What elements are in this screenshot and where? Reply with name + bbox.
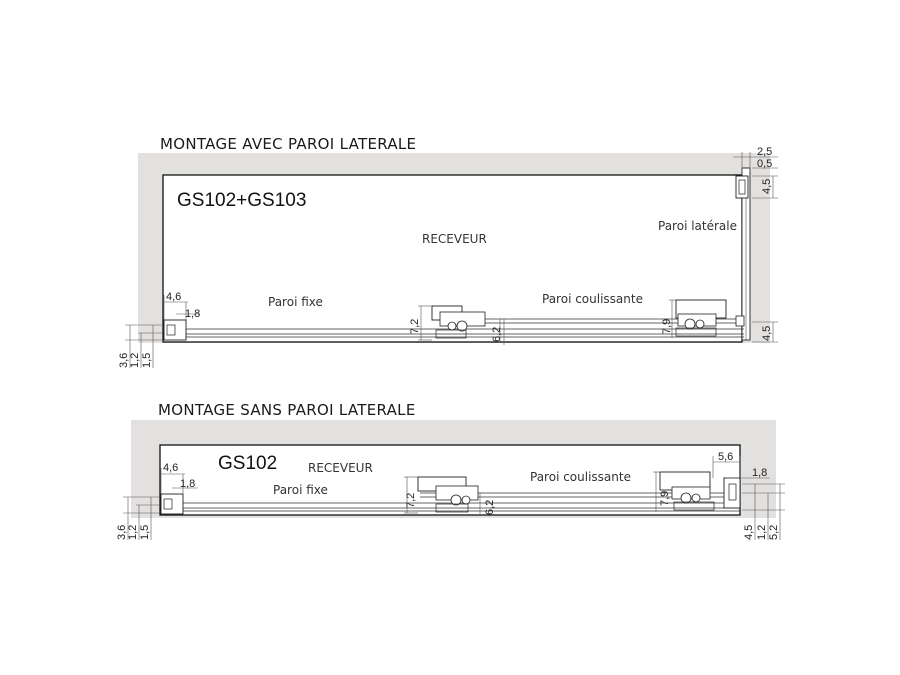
dim-bottom-6-2: 6,2	[484, 500, 496, 515]
top-drawing: MONTAGE AVEC PAROI LATERALE	[118, 135, 778, 368]
dim-bottom-1-8: 1,8	[180, 478, 195, 490]
dim-bottom-1-8-right: 1,8	[752, 467, 767, 479]
bottom-receiver-label: RECEVEUR	[308, 461, 373, 475]
bottom-dims-middle: 7,2 6,2 7,9	[404, 471, 671, 515]
dim-top-1-8: 1,8	[185, 308, 200, 320]
dim-bottom-5-6: 5,6	[718, 451, 733, 463]
dim-bottom-5-2: 5,2	[768, 525, 780, 540]
bottom-model-label: GS102	[218, 453, 277, 474]
top-section-title: MONTAGE AVEC PAROI LATERALE	[160, 135, 416, 153]
bottom-fixed-panel-label: Paroi fixe	[273, 483, 328, 497]
dim-bottom-7-9: 7,9	[659, 491, 671, 506]
bottom-section-title: MONTAGE SANS PAROI LATERALE	[158, 401, 416, 419]
dim-bottom-4-5: 4,5	[743, 525, 755, 540]
dim-top-6-2: 6,2	[491, 327, 503, 342]
dim-bottom-7-2: 7,2	[405, 493, 417, 508]
top-model-label: GS102+GS103	[177, 190, 306, 211]
bottom-drawing: MONTAGE SANS PAROI LATERALE	[116, 401, 785, 540]
dim-top-0-5: 0,5	[757, 158, 772, 170]
top-sliding-panel-label: Paroi coulissante	[542, 292, 643, 306]
dim-top-7-9: 7,9	[661, 319, 673, 334]
dim-bottom-1-2: 1,2	[127, 525, 139, 540]
top-dims-left: 4,6 1,8 3,6 1,2 1,5	[118, 291, 200, 368]
top-lateral-profile	[735, 175, 749, 199]
dim-bottom-4-6: 4,6	[163, 462, 178, 474]
dim-top-3-6: 3,6	[118, 353, 130, 368]
top-middle-roller	[431, 305, 486, 339]
dim-top-4-6: 4,6	[166, 291, 181, 303]
top-lateral-panel-label: Paroi latérale	[658, 219, 737, 233]
bottom-dims-right: 5,6 1,8 4,5 1,2 5,2	[712, 451, 785, 540]
bottom-sliding-panel-label: Paroi coulissante	[530, 470, 631, 484]
top-right-roller	[675, 299, 745, 337]
bottom-middle-roller	[417, 476, 479, 513]
dim-top-4-5-right: 4,5	[761, 326, 773, 341]
bottom-right-roller	[659, 471, 741, 511]
dim-bottom-3-6: 3,6	[116, 525, 128, 540]
dim-bottom-1-2-right: 1,2	[756, 525, 768, 540]
dim-top-1-2: 1,2	[129, 353, 141, 368]
top-dims-middle: 7,2 6,2 7,9	[409, 299, 676, 342]
top-fixed-panel-label: Paroi fixe	[268, 295, 323, 309]
top-dims-right: 2,5 0,5 4,5 4,5	[733, 146, 778, 343]
bottom-dims-left: 4,6 1,8 3,6 1,2 1,5	[116, 462, 198, 540]
dim-bottom-1-5: 1,5	[139, 525, 151, 540]
dim-top-7-2: 7,2	[409, 319, 421, 334]
dim-top-1-5: 1,5	[141, 353, 153, 368]
top-receiver-label: RECEVEUR	[422, 232, 487, 246]
dim-top-2-5: 2,5	[757, 146, 772, 158]
dim-top-4-5-top: 4,5	[761, 179, 773, 194]
